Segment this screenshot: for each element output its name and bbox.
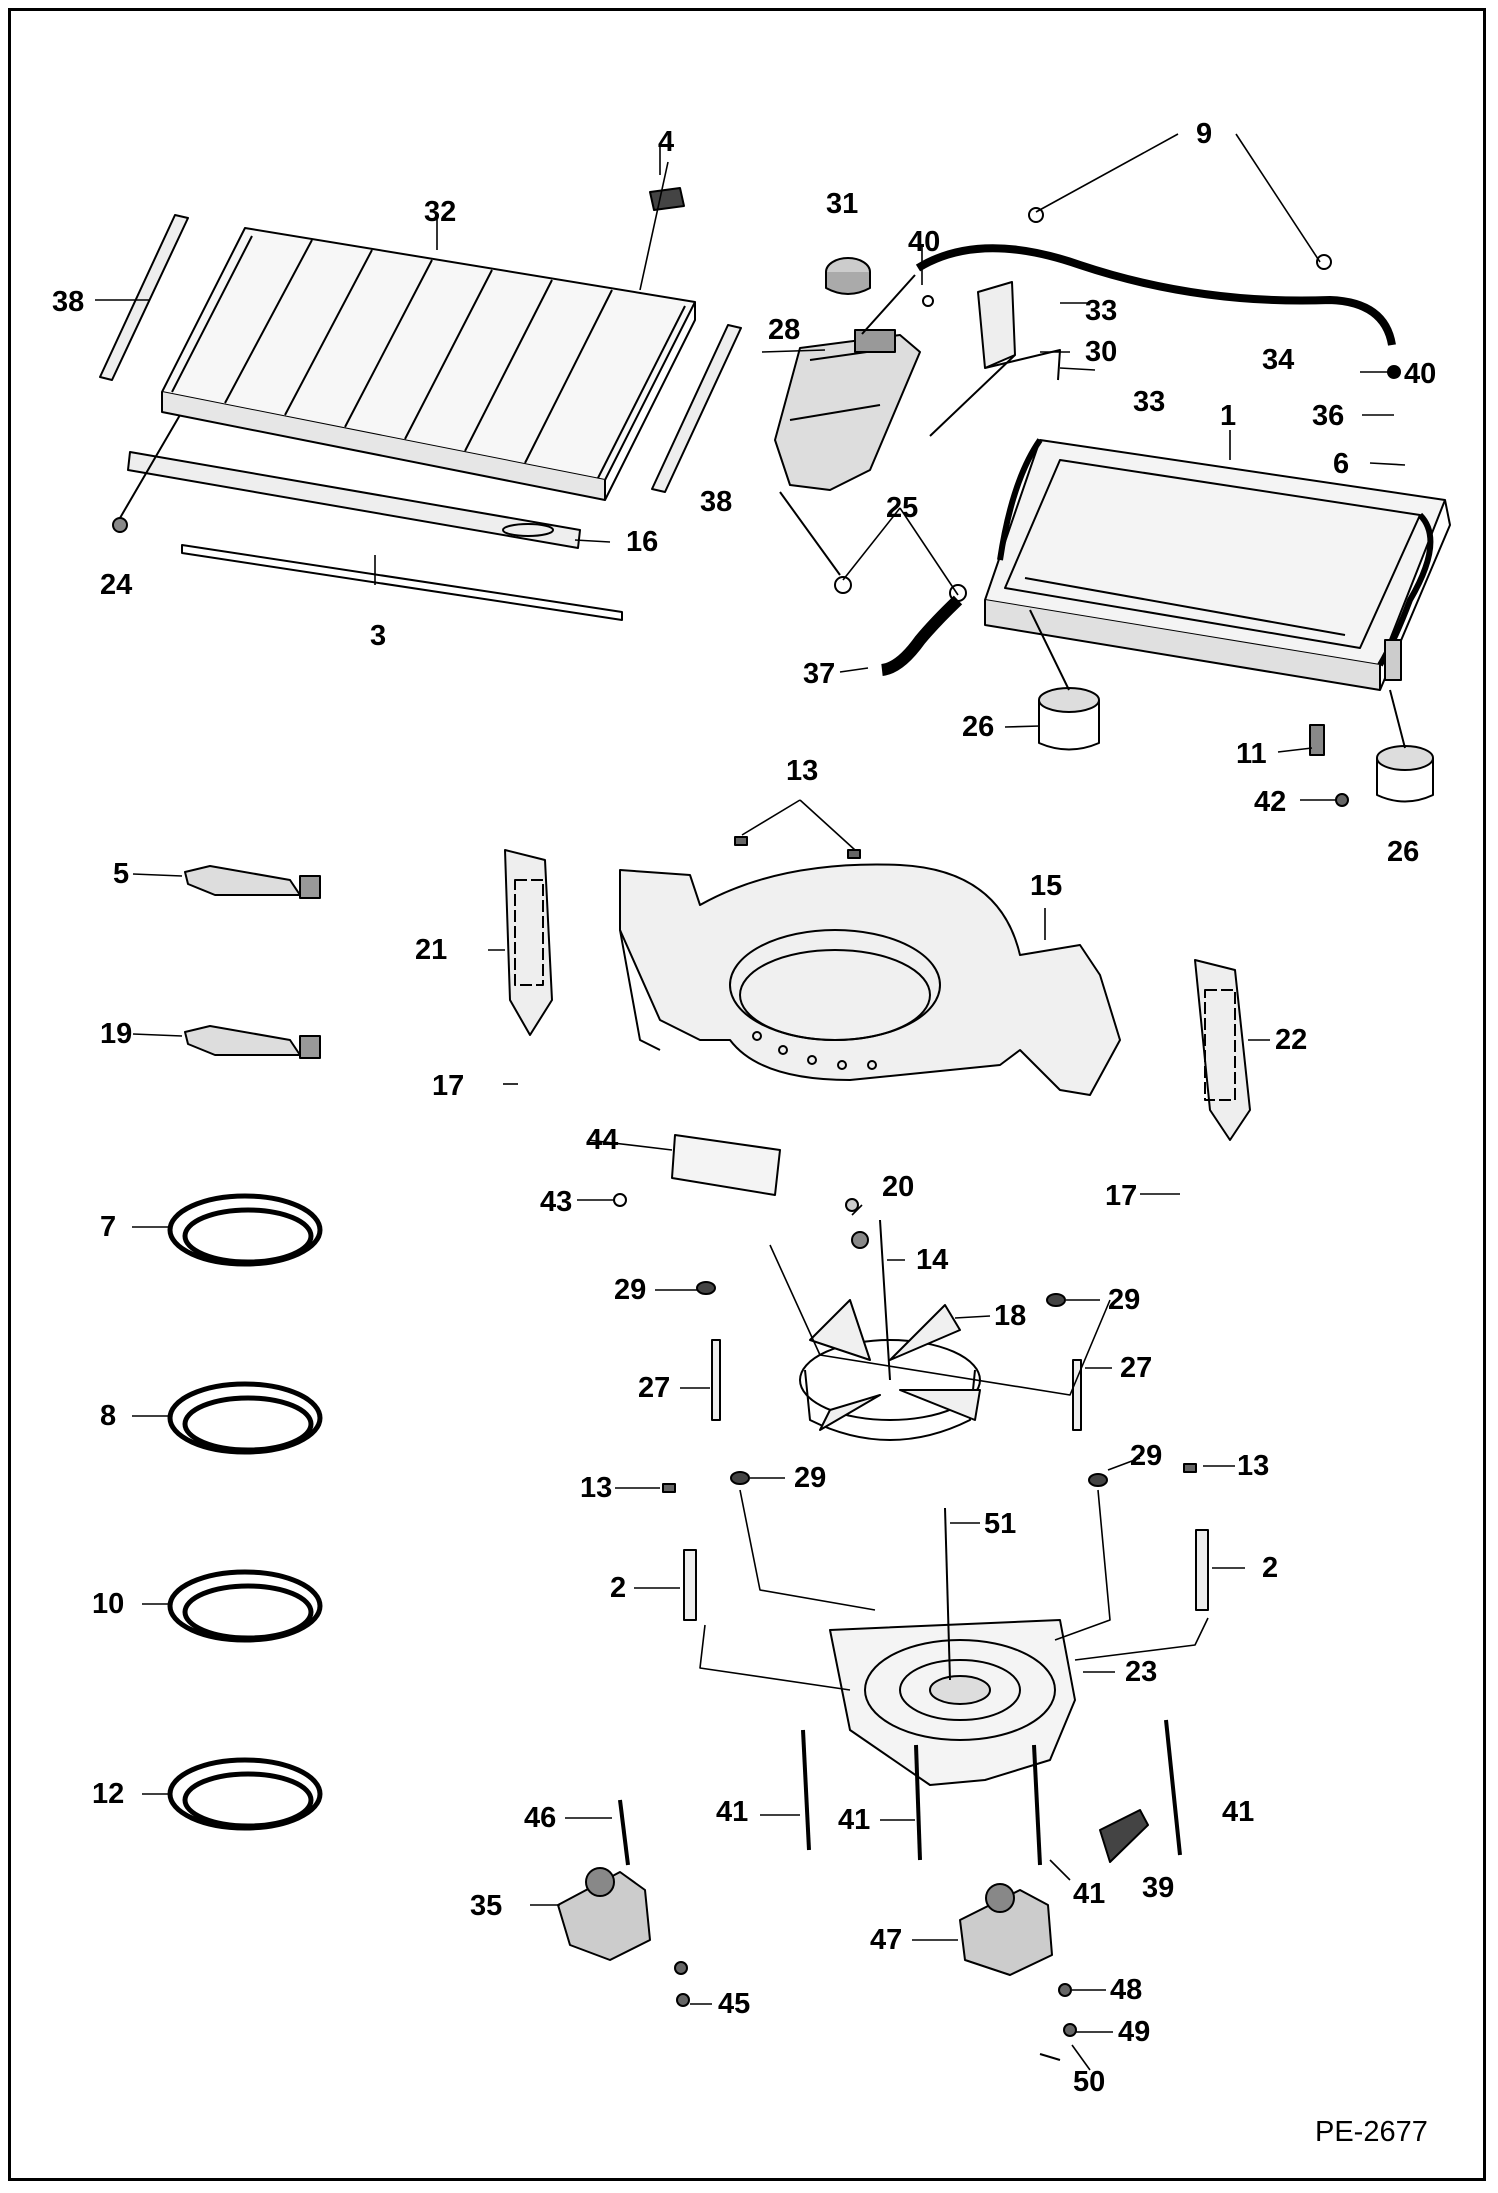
callout-29: 29: [1108, 1284, 1141, 1316]
callout-40: 40: [908, 226, 941, 258]
callout-12: 12: [92, 1778, 125, 1810]
side-strip-left: [99, 214, 189, 381]
callout-46: 46: [524, 1802, 557, 1834]
callout-19: 19: [100, 1018, 133, 1050]
callout-34: 34: [1262, 344, 1295, 376]
cooling-fan: [799, 1198, 981, 1441]
callout-14: 14: [916, 1244, 949, 1276]
callout-47: 47: [870, 1924, 903, 1956]
callout-22: 22: [1275, 1024, 1308, 1056]
callout-28: 28: [768, 314, 801, 346]
callout-16: 16: [626, 526, 659, 558]
callout-17: 17: [432, 1070, 465, 1102]
callout-41: 41: [716, 1796, 749, 1828]
mount-left: [1038, 687, 1100, 713]
callout-48: 48: [1110, 1974, 1143, 2006]
spacers: [696, 1281, 1108, 1487]
mount-right: [1376, 745, 1434, 771]
callout-38: 38: [700, 486, 733, 518]
callout-42: 42: [1254, 786, 1287, 818]
callout-20: 20: [882, 1171, 915, 1203]
callout-45: 45: [718, 1988, 751, 2020]
callout-32: 32: [424, 196, 457, 228]
callout-25: 25: [886, 492, 919, 524]
callout-26: 26: [962, 711, 995, 743]
callout-35: 35: [470, 1890, 503, 1922]
overflow-hose: [915, 244, 1396, 346]
seal-strip: [181, 544, 623, 621]
callout-39: 39: [1142, 1872, 1175, 1904]
callout-30: 30: [1085, 336, 1118, 368]
callout-40: 40: [1404, 358, 1437, 390]
callout-33: 33: [1085, 295, 1118, 327]
fan-shroud: [619, 863, 1121, 1096]
callout-17: 17: [1105, 1180, 1138, 1212]
radiator-screen: [161, 227, 696, 501]
hose-coils: [167, 1193, 323, 1831]
callout-33: 33: [1133, 386, 1166, 418]
callout-29: 29: [614, 1274, 647, 1306]
small-grille: [1099, 1809, 1149, 1863]
callout-27: 27: [1120, 1352, 1153, 1384]
callout-2: 2: [610, 1572, 627, 1604]
sealant-tubes: [184, 865, 321, 1059]
foam-block: [649, 187, 685, 211]
callout-38: 38: [52, 286, 85, 318]
callout-1: 1: [1220, 400, 1237, 432]
diagram-frame: [8, 8, 1486, 2181]
callout-13: 13: [786, 755, 819, 787]
callout-9: 9: [1196, 118, 1213, 150]
callout-27: 27: [638, 1372, 671, 1404]
lower-hose: [880, 595, 963, 676]
callout-23: 23: [1125, 1656, 1158, 1688]
fan-mount-plate: [829, 1507, 1076, 1786]
callout-24: 24: [100, 569, 133, 601]
callout-8: 8: [100, 1400, 117, 1432]
callout-3: 3: [370, 620, 387, 652]
callout-29: 29: [1130, 1440, 1163, 1472]
callout-7: 7: [100, 1211, 117, 1243]
callout-21: 21: [415, 934, 448, 966]
coolant-reservoir: [774, 257, 921, 576]
callout-51: 51: [984, 1508, 1017, 1540]
callout-31: 31: [826, 188, 859, 220]
decal-plate: [671, 1134, 781, 1196]
callout-4: 4: [658, 126, 675, 158]
callout-13: 13: [580, 1472, 613, 1504]
grille-left: [504, 849, 553, 1036]
callout-26: 26: [1387, 836, 1420, 868]
grille-right: [1194, 959, 1251, 1141]
callout-41: 41: [1073, 1878, 1106, 1910]
callout-13: 13: [1237, 1450, 1270, 1482]
reference-code: PE-2677: [1315, 2116, 1428, 2148]
callout-11: 11: [1236, 738, 1267, 770]
callout-37: 37: [803, 658, 836, 690]
callout-49: 49: [1118, 2016, 1151, 2048]
callout-43: 43: [540, 1186, 573, 1218]
callout-2: 2: [1262, 1552, 1279, 1584]
radiator: [984, 438, 1451, 691]
callout-10: 10: [92, 1588, 125, 1620]
callout-5: 5: [113, 858, 130, 890]
mount-bolts: [801, 1719, 1182, 1866]
seal-bar: [127, 451, 581, 549]
leader-lines: [95, 133, 1406, 2071]
reservoir-bracket: [977, 281, 1016, 369]
callout-50: 50: [1073, 2066, 1106, 2098]
callout-44: 44: [586, 1124, 619, 1156]
callout-36: 36: [1312, 400, 1345, 432]
callout-6: 6: [1333, 448, 1350, 480]
callout-41: 41: [838, 1804, 871, 1836]
callout-41: 41: [1222, 1796, 1255, 1828]
motor-right: [959, 1883, 1077, 2061]
callout-29: 29: [794, 1462, 827, 1494]
motor-left: [557, 1799, 690, 2007]
callout-15: 15: [1030, 870, 1063, 902]
side-strip-right: [651, 324, 742, 493]
callout-18: 18: [994, 1300, 1027, 1332]
